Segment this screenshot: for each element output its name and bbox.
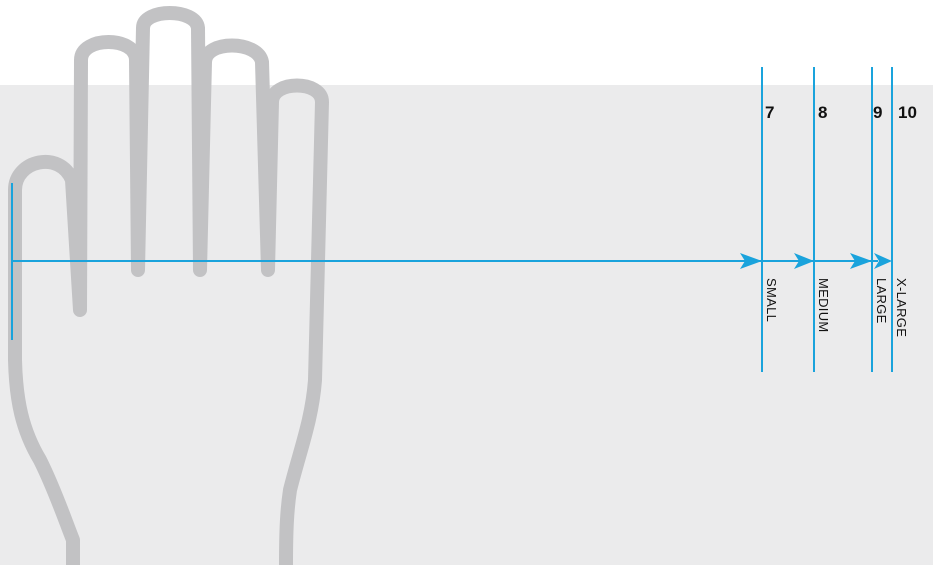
size-label-large: LARGE (874, 278, 889, 324)
size-label-small: SMALL (764, 278, 779, 322)
size-label-x-large: X-LARGE (894, 278, 909, 337)
size-number-small: 7 (765, 103, 774, 122)
size-number-medium: 8 (818, 103, 827, 122)
size-number-x-large: 10 (898, 103, 917, 122)
size-number-large: 9 (873, 103, 882, 122)
size-label-medium: MEDIUM (816, 278, 831, 333)
